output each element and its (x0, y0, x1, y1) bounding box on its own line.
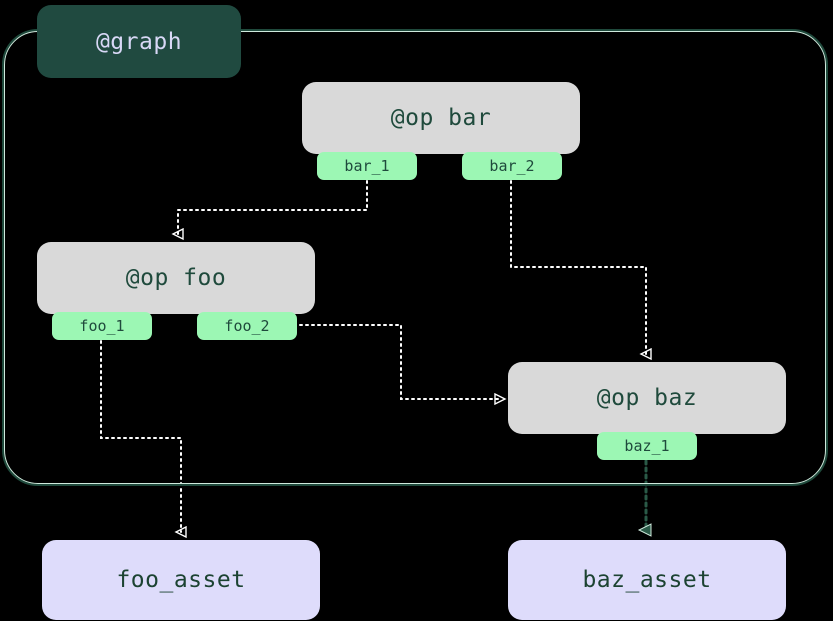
port-bar_1[interactable]: bar_1 (317, 152, 417, 180)
node-label-op-baz: @op baz (596, 385, 698, 411)
node-label-asset-baz: baz_asset (582, 567, 712, 593)
port-label-bar_2: bar_2 (489, 157, 535, 175)
port-label-bar_1: bar_1 (344, 157, 390, 175)
node-op-baz[interactable]: @op baz (508, 362, 786, 434)
subgraph-frame (2, 29, 828, 486)
node-label-op-bar: @op bar (390, 105, 492, 131)
port-foo_1[interactable]: foo_1 (52, 312, 152, 340)
port-baz_1[interactable]: baz_1 (597, 432, 697, 460)
node-op-foo[interactable]: @op foo (37, 242, 315, 314)
node-asset-foo[interactable]: foo_asset (42, 540, 320, 620)
port-label-foo_1: foo_1 (79, 317, 125, 335)
node-asset-baz[interactable]: baz_asset (508, 540, 786, 620)
subgraph-label-text: @graph (95, 28, 183, 55)
node-op-bar[interactable]: @op bar (302, 82, 580, 154)
port-foo_2[interactable]: foo_2 (197, 312, 297, 340)
port-bar_2[interactable]: bar_2 (462, 152, 562, 180)
node-label-asset-foo: foo_asset (116, 567, 246, 593)
port-label-foo_2: foo_2 (224, 317, 270, 335)
subgraph-frame-inner-highlight (4, 31, 826, 484)
port-label-baz_1: baz_1 (624, 437, 670, 455)
node-label-op-foo: @op foo (125, 265, 227, 291)
subgraph-label-graph[interactable]: @graph (37, 5, 241, 78)
